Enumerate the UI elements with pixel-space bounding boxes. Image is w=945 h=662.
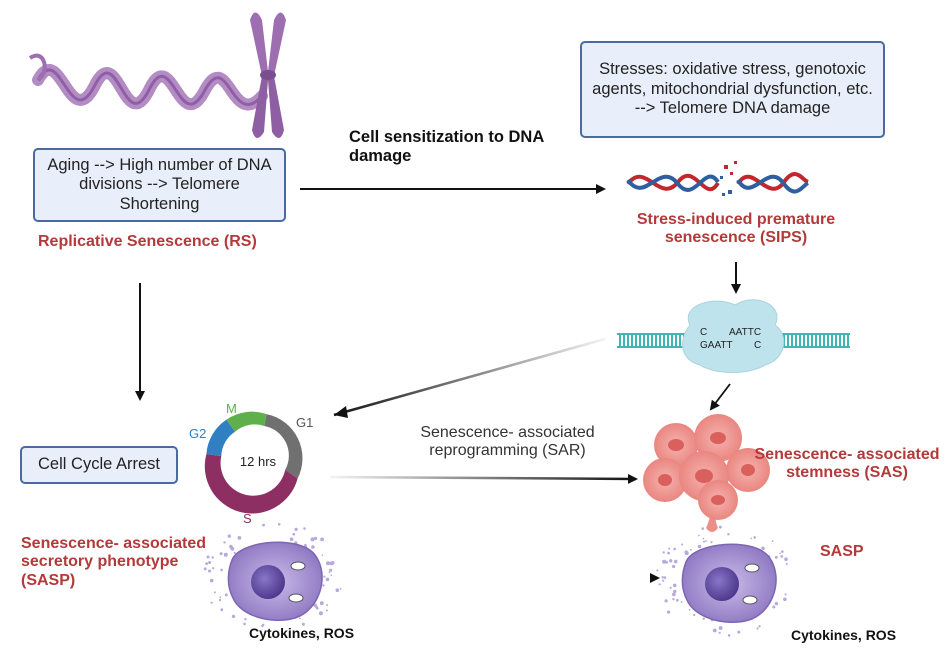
cell-cycle-m-label: M xyxy=(226,401,237,416)
aging-box: Aging --> High number of DNA divisions -… xyxy=(33,148,286,222)
coiled-dna-icon xyxy=(28,53,268,111)
cell-cycle-s-label: S xyxy=(243,511,252,526)
cell-cycle-center-label: 12 hrs xyxy=(239,454,277,469)
arrow-enzyme-to-cellcycle-head xyxy=(334,406,348,418)
sips-label: Stress-induced premature senescence (SIP… xyxy=(636,211,836,247)
sasp-left-label: Senescence- associated secretory phenoty… xyxy=(21,535,206,589)
replicative-senescence-label: Replicative Senescence (RS) xyxy=(38,233,257,250)
cell-cycle-s-segment xyxy=(204,454,298,514)
cell-cycle-g2-segment xyxy=(206,419,235,457)
senescent-cell-right-icon xyxy=(656,525,788,637)
sas-label: Senescence- associated stemness (SAS) xyxy=(754,446,940,482)
motif-top-seq: AATTC xyxy=(729,327,762,338)
arrow-enzyme-to-cellcycle xyxy=(333,337,606,417)
senescent-cell-left-icon xyxy=(203,523,342,628)
damaged-dna-helix-icon xyxy=(626,161,810,196)
motif-bottom-c: C xyxy=(754,340,762,351)
cell-cycle-g1-segment xyxy=(264,414,303,479)
cell-cycle-ring xyxy=(204,411,303,514)
sar-label: Senescence- associated reprogramming (SA… xyxy=(420,424,595,460)
cytokines-right-label: Cytokines, ROS xyxy=(791,627,897,643)
cell-cycle-g1-label: G1 xyxy=(296,415,314,430)
cytokines-left-label: Cytokines, ROS xyxy=(249,625,355,641)
senescent-stem-cells-icon xyxy=(643,414,770,532)
cell-sensitization-label: Cell sensitization to DNA damage xyxy=(349,128,544,165)
sasp-right-label: SASP xyxy=(820,543,864,560)
arrow-enzyme-to-sas xyxy=(709,383,731,411)
arrow-sar xyxy=(329,473,638,484)
cell-cycle-g2-label: G2 xyxy=(189,426,207,441)
cell-cycle-arrest-box: Cell Cycle Arrest xyxy=(20,446,178,484)
motif-bottom-seq: GAATT xyxy=(700,340,733,351)
chromosome-icon xyxy=(250,12,286,139)
cell-cycle-m-segment xyxy=(226,411,267,432)
restriction-enzyme-dna-icon xyxy=(617,299,850,373)
stresses-box: Stresses: oxidative stress, genotoxic ag… xyxy=(580,41,885,138)
motif-top-c: C xyxy=(700,327,708,338)
